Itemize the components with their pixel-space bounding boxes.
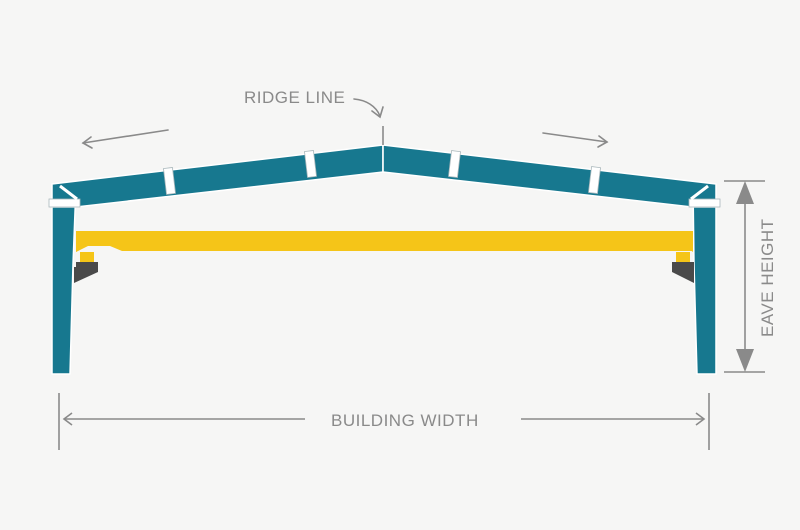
crane-end-truck-right [650, 231, 693, 252]
left-column [51, 185, 77, 375]
left-knee-haunch [59, 184, 78, 201]
eave-height-dimension [724, 180, 765, 373]
right-knee-haunch [690, 184, 709, 201]
arrow-icon [81, 129, 169, 149]
eave-height-label: EAVE HEIGHT [758, 218, 777, 337]
crane-rail-right [672, 262, 694, 267]
crane-end-truck-left [76, 231, 120, 252]
right-knee-plate [688, 198, 721, 208]
crane-bracket-left [74, 267, 98, 283]
crane-brackets [74, 262, 694, 283]
ridge-line-label: RIDGE LINE [244, 88, 345, 107]
crane-wheel-left [80, 252, 94, 262]
steel-frame [51, 144, 717, 375]
splice-plate [588, 166, 601, 194]
crane-rail-left [76, 262, 98, 267]
splice-plate [304, 150, 317, 178]
knee-connections [48, 184, 721, 208]
arrow-head-down [736, 349, 754, 372]
crane-girder [76, 231, 693, 252]
splice-plate [448, 150, 461, 178]
arrow-icon [542, 132, 609, 148]
outward-arrows [81, 129, 609, 149]
right-column [692, 185, 717, 375]
right-rafter [382, 144, 717, 208]
building-width-label: BUILDING WIDTH [331, 411, 479, 430]
overhead-crane [76, 231, 693, 262]
left-rafter [51, 144, 384, 208]
building-width-dimension [58, 393, 710, 450]
crane-wheel-right [676, 252, 690, 262]
splice-plate [163, 167, 176, 195]
curved-arrow-icon [353, 98, 384, 119]
arrow-head-up [736, 181, 754, 204]
left-knee-plate [48, 198, 81, 208]
splice-plates [163, 150, 601, 195]
crane-bracket-right [672, 267, 694, 283]
